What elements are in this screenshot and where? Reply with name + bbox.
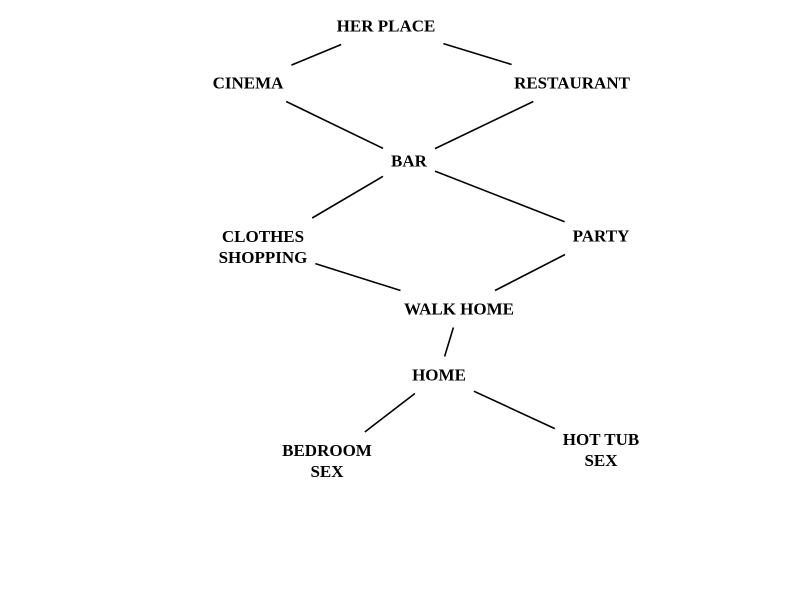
node-restaurant: RESTAURANT [514,73,630,94]
node-bar: BAR [391,151,427,172]
edge-walk-home-to-home [443,327,455,357]
edge-home-to-bedroom-sex [364,392,416,433]
node-party: PARTY [573,226,630,247]
node-cinema: CINEMA [213,73,284,94]
edge-restaurant-to-bar [434,100,534,150]
node-bedroom-sex-line-2: SEX [310,462,344,481]
node-hot-tub-sex: HOT TUB SEX [563,429,639,471]
edge-clothes-shopping-to-walk-home [315,262,401,292]
node-bedroom-sex: BEDROOM SEX [282,440,372,482]
node-hot-tub-sex-line-1: HOT TUB [562,430,640,449]
node-clothes-shopping-line-1: CLOTHES [221,227,305,246]
node-clothes-shopping: CLOTHES SHOPPING [219,226,308,268]
node-bedroom-sex-line-1: BEDROOM [282,441,372,460]
node-party-label: PARTY [572,226,630,246]
node-home-label: HOME [412,365,466,385]
edge-party-to-walk-home [494,253,566,292]
node-her-place: HER PLACE [337,16,436,37]
edge-bar-to-clothes-shopping [311,175,384,219]
edge-her-place-to-cinema [291,43,342,66]
node-bar-label: BAR [391,151,427,171]
node-hot-tub-sex-line-2: SEX [584,451,618,470]
edge-bar-to-party [434,170,565,223]
node-walk-home: WALK HOME [404,299,514,320]
node-home: HOME [412,365,466,386]
node-cinema-label: CINEMA [212,73,284,93]
node-walk-home-label: WALK HOME [403,299,515,319]
node-clothes-shopping-line-2: SHOPPING [218,248,308,267]
node-her-place-label: HER PLACE [336,16,436,36]
edge-home-to-hot-tub-sex [473,390,556,430]
node-restaurant-label: RESTAURANT [514,73,630,93]
edge-cinema-to-bar [285,100,384,150]
edge-her-place-to-restaurant [443,42,512,66]
